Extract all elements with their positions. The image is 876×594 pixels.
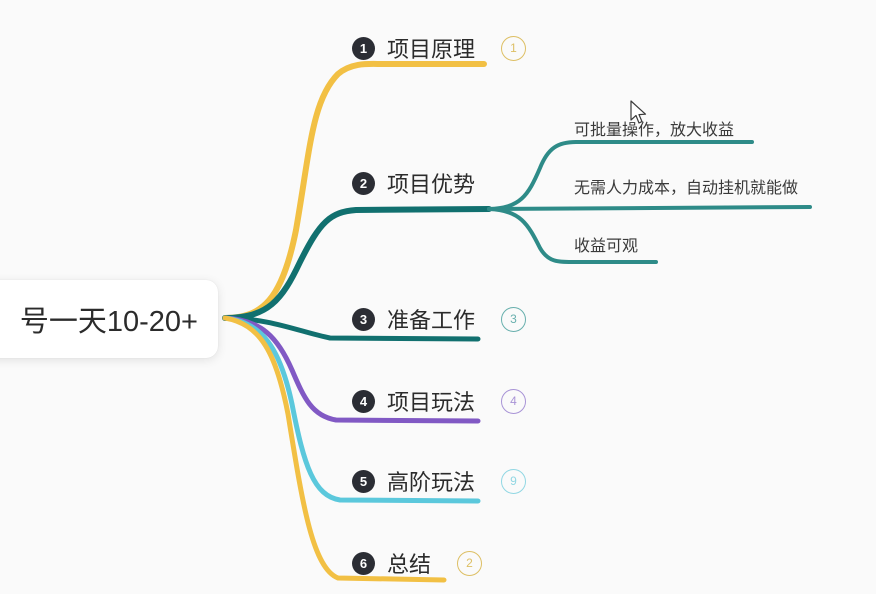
root-node[interactable]: 号一天10-20+ — [0, 280, 218, 358]
branch-node-6[interactable]: 6 总结 2 — [352, 547, 483, 579]
branch-node-5[interactable]: 5 高阶玩法 9 — [352, 465, 527, 497]
branch-bullet-5: 5 — [352, 469, 375, 493]
branch-bullet-6: 6 — [352, 551, 375, 575]
branch-label-3: 准备工作 — [387, 308, 476, 333]
branch-count-badge-4[interactable]: 4 — [501, 388, 527, 414]
branch-bullet-3: 3 — [352, 307, 375, 331]
branch-node-4[interactable]: 4 项目玩法 4 — [352, 385, 527, 417]
subnode-2-2[interactable]: 无需人力成本，自动挂机就能做 — [574, 180, 799, 197]
subnode-2-3[interactable]: 收益可观 — [574, 238, 639, 255]
edge-branch-6 — [222, 315, 447, 583]
subnode-2-1[interactable]: 可批量操作，放大收益 — [574, 122, 735, 139]
edge-sub-2-2 — [487, 205, 812, 211]
branch-label-2: 项目优势 — [387, 172, 476, 197]
branch-node-1[interactable]: 1 项目原理 1 — [352, 32, 527, 64]
branch-label-1: 项目原理 — [387, 37, 476, 62]
branch-bullet-4: 4 — [352, 389, 375, 413]
branch-label-4: 项目玩法 — [387, 390, 476, 415]
branch-count-badge-6[interactable]: 2 — [457, 550, 483, 576]
edge-branch-2 — [222, 206, 492, 321]
branch-count-badge-5[interactable]: 9 — [501, 468, 527, 494]
branch-label-6: 总结 — [387, 552, 432, 577]
branch-count-badge-1[interactable]: 1 — [501, 35, 527, 61]
branch-label-5: 高阶玩法 — [387, 470, 476, 495]
branch-node-2[interactable]: 2 项目优势 — [352, 167, 475, 199]
branch-bullet-2: 2 — [352, 171, 375, 195]
branch-node-3[interactable]: 3 准备工作 3 — [352, 303, 527, 335]
branch-bullet-1: 1 — [352, 36, 375, 60]
branch-count-badge-3[interactable]: 3 — [501, 306, 527, 332]
root-node-label: 号一天10-20+ — [19, 306, 198, 338]
